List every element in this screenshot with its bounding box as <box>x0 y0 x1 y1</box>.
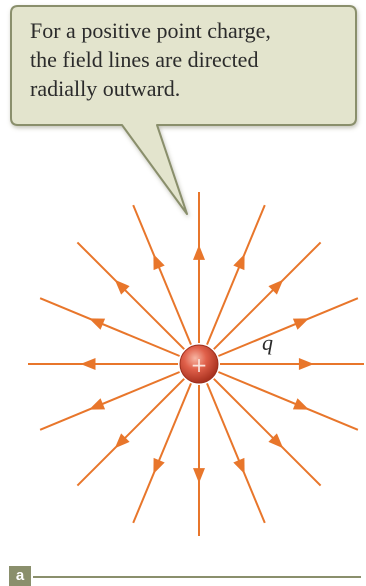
field-line-arrow <box>233 254 245 271</box>
callout-line-2: the field lines are directed <box>30 47 259 72</box>
field-line <box>206 383 266 524</box>
field-line-arrow <box>114 433 130 449</box>
callout-line-1: For a positive point charge, <box>30 18 271 43</box>
field-line-arrow <box>268 279 284 295</box>
charge-sphere <box>179 344 219 384</box>
field-line <box>218 297 359 357</box>
field-line-arrow <box>193 468 205 484</box>
charge-sign: + <box>191 353 208 377</box>
field-line-arrow <box>89 398 106 410</box>
charge-label: q <box>262 330 273 355</box>
panel-label: a <box>9 566 31 586</box>
callout-line-3: radially outward. <box>30 76 181 101</box>
field-line <box>39 297 180 357</box>
field-line <box>132 204 192 345</box>
field-line-arrow <box>298 358 314 370</box>
callout-text: For a positive point charge, the field l… <box>30 16 340 103</box>
field-line-arrow <box>89 318 106 330</box>
field-line <box>218 371 359 431</box>
field-line <box>213 378 322 487</box>
field-lines <box>28 192 364 536</box>
field-line-arrow <box>292 398 309 410</box>
field-line-arrow <box>233 457 245 474</box>
panel-rule <box>33 576 361 578</box>
field-line-arrow <box>193 244 205 260</box>
field-line-arrow <box>80 358 96 370</box>
point-charge: + <box>179 344 219 384</box>
field-line-arrow <box>114 279 130 295</box>
field-line <box>132 383 192 524</box>
field-line <box>76 378 185 487</box>
field-line-arrow <box>153 457 165 474</box>
field-line-arrow <box>292 318 309 330</box>
field-line-arrow <box>268 433 284 449</box>
field-line <box>39 371 180 431</box>
callout-box <box>10 5 357 215</box>
field-line <box>206 204 266 345</box>
field-line <box>213 241 322 350</box>
callout <box>10 5 357 215</box>
field-line <box>76 241 185 350</box>
field-line-arrow <box>153 254 165 271</box>
